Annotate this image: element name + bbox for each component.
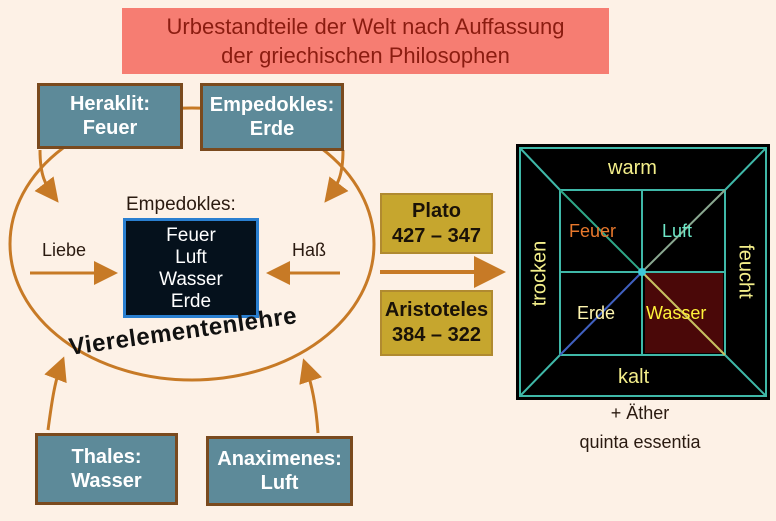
- quinta-essentia-label: quinta essentia: [579, 432, 701, 452]
- aristoteles-box: Aristoteles 384 – 322: [380, 290, 493, 356]
- philosopher-name: Heraklit:: [69, 93, 151, 115]
- plato-name: Plato: [412, 199, 461, 222]
- plato-years: 427 – 347: [392, 224, 481, 247]
- center-heading: Empedokles:: [126, 194, 236, 215]
- hass-label: Haß: [292, 240, 327, 260]
- aether-label: + Äther: [610, 403, 670, 423]
- philosopher-name: Anaximenes:: [217, 448, 342, 470]
- philosopher-element: Feuer: [82, 117, 138, 139]
- philosopher-element: Wasser: [71, 470, 142, 492]
- aristoteles-years: 384 – 322: [392, 324, 481, 346]
- philosopher-name: Thales:: [71, 446, 142, 468]
- element-item: Wasser: [159, 269, 223, 290]
- label-trocken: trocken: [528, 240, 551, 307]
- arrow-empedokles: [324, 149, 349, 203]
- philosopher-element: Erde: [249, 118, 295, 140]
- label-kalt: kalt: [618, 366, 650, 388]
- arrow-thales: [44, 356, 67, 431]
- philosopher-name: Empedokles:: [209, 94, 335, 116]
- theory-ellipse: [8, 106, 376, 382]
- title-line-2: der griechischen Philosophen: [221, 43, 510, 68]
- philosopher-element: Luft: [260, 472, 299, 494]
- plato-box: Plato 427 – 347: [380, 193, 493, 254]
- cell-erde: Erde: [577, 303, 616, 323]
- element-item: Luft: [175, 247, 207, 268]
- cell-feuer: Feuer: [569, 221, 617, 241]
- empedokles-box: Empedokles: Erde: [200, 83, 344, 151]
- page-title: Urbestandteile der Welt nach Auffassung …: [122, 8, 609, 74]
- arrow-anaximenes: [299, 358, 323, 434]
- element-item: Feuer: [166, 225, 216, 246]
- liebe-label: Liebe: [42, 240, 87, 260]
- elements-box: Feuer Luft Wasser Erde: [123, 218, 259, 318]
- thales-box: Thales: Wasser: [35, 433, 178, 505]
- cell-luft: Luft: [662, 221, 693, 241]
- anaximenes-box: Anaximenes: Luft: [206, 436, 353, 506]
- title-line-1: Urbestandteile der Welt nach Auffassung: [166, 14, 565, 39]
- label-warm: warm: [608, 157, 657, 179]
- arrow-heraklit: [34, 149, 59, 203]
- heraklit-box: Heraklit: Feuer: [37, 83, 183, 149]
- cell-wasser: Wasser: [646, 303, 707, 323]
- element-item: Erde: [170, 291, 212, 312]
- aristoteles-name: Aristoteles: [384, 299, 489, 321]
- elements-square: [516, 144, 770, 400]
- label-feucht: feucht: [734, 244, 757, 299]
